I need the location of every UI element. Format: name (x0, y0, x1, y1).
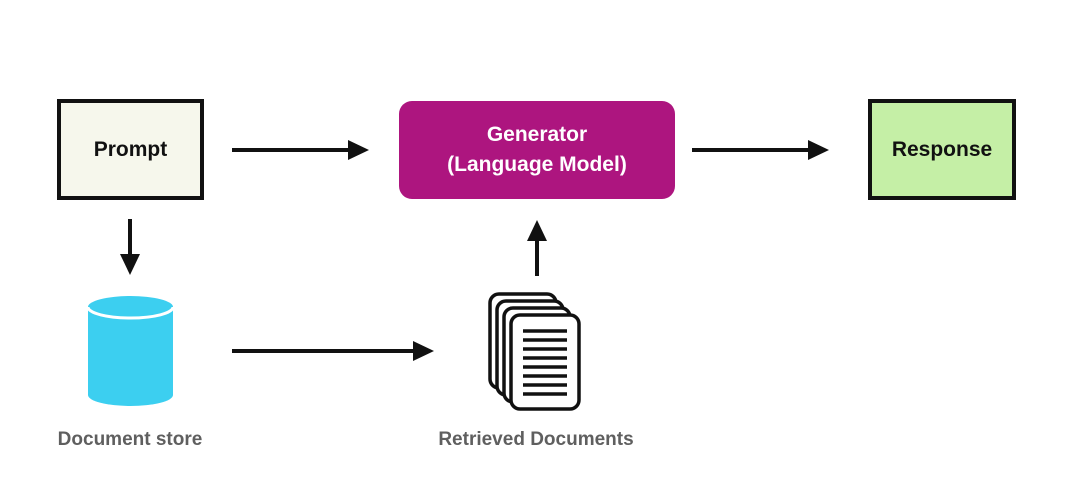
generator-subtitle: (Language Model) (447, 153, 627, 176)
document-store-label: Document store (57, 429, 203, 450)
prompt-node: Prompt (57, 99, 204, 200)
generator-title: Generator (486, 123, 588, 146)
response-node: Response (868, 99, 1016, 200)
prompt-label: Prompt (93, 137, 168, 161)
response-label: Response (891, 137, 993, 161)
arrow-generator-to-response (692, 140, 829, 160)
retrieved-documents-label: Retrieved Documents (438, 429, 634, 450)
arrow-document-store-to-retrieved (232, 341, 434, 361)
arrow-prompt-to-document-store (120, 219, 140, 275)
generator-node: Generator (Language Model) (399, 101, 675, 199)
database-cylinder-icon (86, 296, 175, 406)
document-stack-icon (488, 292, 581, 411)
arrow-retrieved-to-generator (527, 220, 547, 276)
arrow-prompt-to-generator (232, 140, 369, 160)
